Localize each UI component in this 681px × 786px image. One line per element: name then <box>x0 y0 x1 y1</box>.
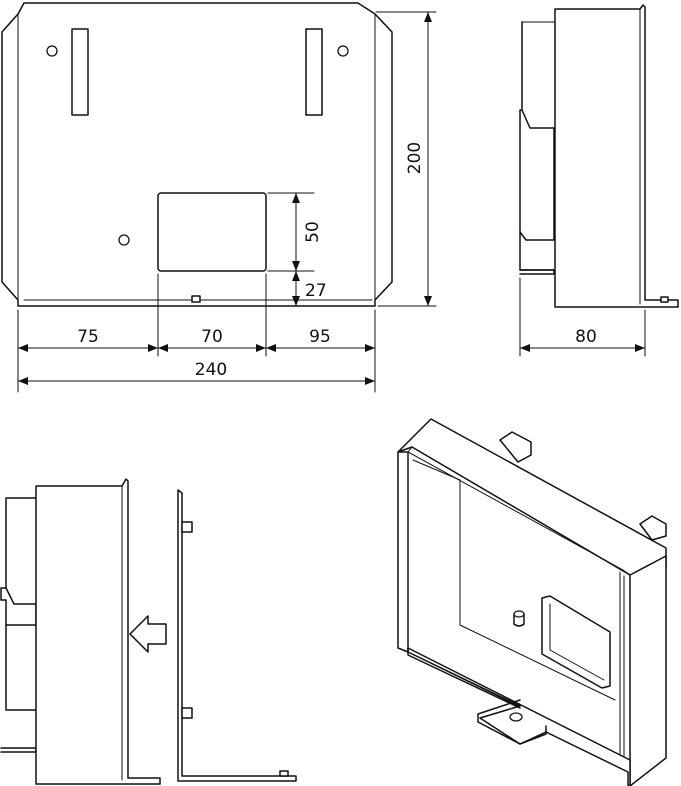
install-bracket-tab-floor <box>280 771 288 776</box>
dim-label-total-width: 240 <box>195 360 227 380</box>
arrowhead <box>292 296 300 306</box>
side-bottom-flange <box>520 270 554 274</box>
arrowhead <box>18 377 28 385</box>
arrowhead <box>148 344 158 352</box>
side-tab <box>661 297 668 302</box>
iso-cutout <box>542 596 610 688</box>
arrow-left-icon <box>130 616 166 652</box>
installation-view <box>1 479 296 784</box>
iso-tongue-hole <box>510 713 522 721</box>
front-hole-lower-left <box>119 235 129 245</box>
arrowhead <box>292 261 300 271</box>
arrowhead <box>520 344 530 352</box>
arrowhead <box>365 377 375 385</box>
arrowhead <box>424 12 432 22</box>
isometric-view <box>398 419 666 786</box>
arrowhead <box>292 193 300 203</box>
install-mount-block <box>6 588 36 625</box>
arrowhead <box>158 344 168 352</box>
side-mount-block <box>520 110 554 240</box>
arrowhead <box>365 344 375 352</box>
side-body <box>555 5 678 307</box>
dim-label-cutout-height: 50 <box>303 221 323 243</box>
dim-label-height: 200 <box>405 142 425 174</box>
dim-label-seg-middle: 70 <box>201 327 223 347</box>
install-bracket-tab-bottom <box>182 708 192 718</box>
arrowhead <box>18 344 28 352</box>
dim-label-cutout-offset: 27 <box>305 281 327 301</box>
dim-label-seg-left: 75 <box>77 327 99 347</box>
arrowhead <box>292 271 300 281</box>
front-hole-top-right <box>338 46 348 56</box>
dim-label-seg-right: 95 <box>309 327 331 347</box>
arrowhead <box>266 344 276 352</box>
front-cutout <box>158 193 266 271</box>
dim-label-depth: 80 <box>575 327 597 347</box>
arrowhead <box>256 344 266 352</box>
front-tab-small <box>192 296 200 302</box>
front-view <box>2 3 392 306</box>
front-hole-top-left <box>47 46 57 56</box>
iso-right-face <box>630 556 666 786</box>
iso-rim-top <box>398 419 666 575</box>
install-bottom-flange <box>1 748 36 752</box>
install-bracket-tab-top <box>182 522 192 532</box>
front-slot-right <box>306 29 322 115</box>
arrowhead <box>424 296 432 306</box>
front-slot-left <box>72 29 88 115</box>
iso-stud-top <box>514 611 524 617</box>
arrowhead <box>635 344 645 352</box>
side-view <box>520 5 678 307</box>
install-wall-bracket <box>178 490 296 781</box>
iso-tab-top-left <box>500 432 531 462</box>
side-back-plate <box>520 22 555 270</box>
iso-left-face <box>398 452 408 652</box>
